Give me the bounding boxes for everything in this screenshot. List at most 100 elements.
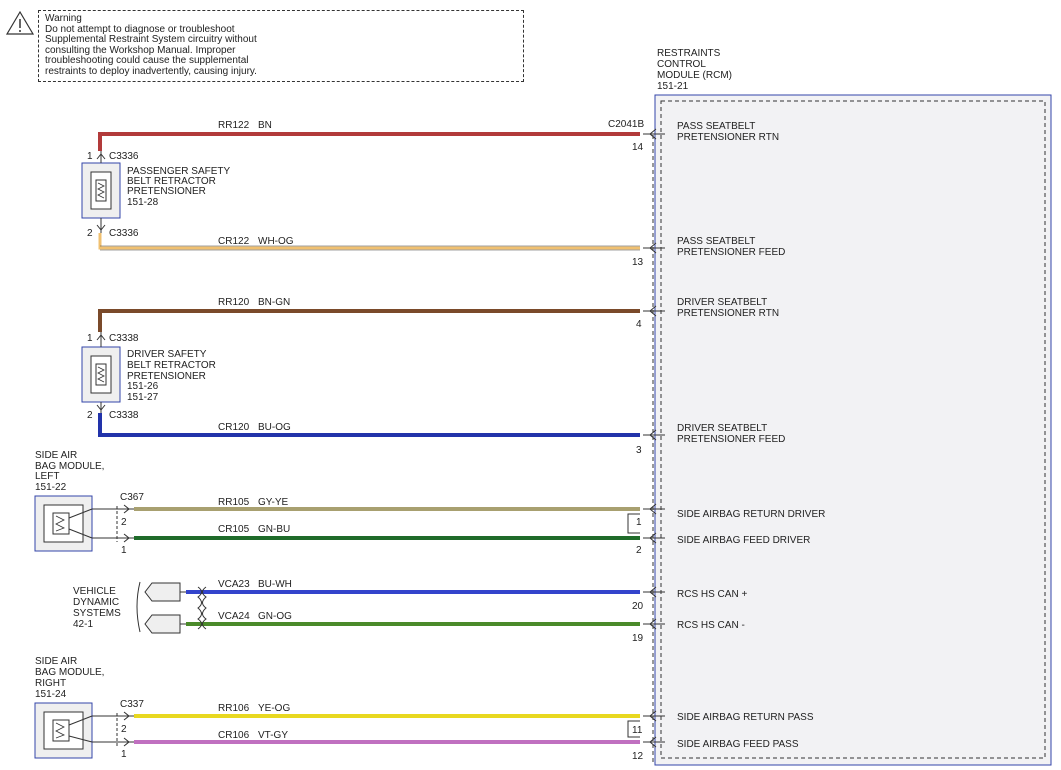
pin-number: 19 — [632, 633, 644, 644]
component-label: DYNAMIC — [73, 597, 119, 608]
component-label: SIDE AIR — [35, 656, 77, 667]
pin-number: 4 — [636, 319, 642, 330]
rcm-label-line: 151-21 — [657, 81, 689, 92]
chevron-up-icon — [96, 153, 106, 160]
component-label: 151-27 — [127, 392, 159, 403]
wire-circuit: RR106 — [218, 703, 250, 714]
warning-box — [38, 10, 524, 82]
component-label: 151-24 — [35, 689, 67, 700]
pin-function-label: SIDE AIRBAG RETURN PASS — [677, 712, 814, 723]
component-connector: C3336 — [109, 151, 139, 162]
pin-function-label: PRETENSIONER FEED — [677, 247, 785, 258]
pin-connector-icon — [643, 736, 665, 748]
twisted-pair-icon — [197, 586, 202, 630]
component-connector: C337 — [120, 699, 144, 710]
rcm-pin-connectors — [627, 128, 665, 748]
component-label: BAG MODULE, — [35, 461, 104, 472]
side-airbag-left — [34, 495, 134, 552]
chevron-right-icon — [123, 504, 130, 514]
pin-function-label: RCS HS CAN - — [677, 620, 745, 631]
pin-connector-icon — [643, 305, 665, 317]
pin-connector-icon — [643, 429, 665, 441]
component-pin: 2 — [121, 724, 127, 735]
pin-function-label: DRIVER SEATBELT — [677, 297, 767, 308]
component-pin: 1 — [121, 749, 127, 760]
wire-cr122 — [98, 233, 640, 250]
component-label: 151-28 — [127, 197, 159, 208]
rcm-label-line: CONTROL — [657, 59, 706, 70]
pass-pretensioner — [81, 151, 121, 233]
wires — [98, 132, 640, 744]
pin-function-label: RCS HS CAN + — [677, 589, 747, 600]
wire-color: BN — [258, 120, 272, 131]
component-label: 42-1 — [73, 619, 93, 630]
pin-number: 1 — [636, 517, 642, 528]
wire-circuit: CR122 — [218, 236, 250, 247]
component-label: VEHICLE — [73, 586, 116, 597]
component-label: SYSTEMS — [73, 608, 121, 619]
chevron-right-icon — [123, 533, 130, 543]
pin-connector-icon — [643, 710, 665, 722]
warning-line: Do not attempt to diagnose or troublesho… — [45, 23, 235, 35]
wire-cr120 — [98, 413, 640, 437]
rcm-label-line: RESTRAINTS — [657, 48, 721, 59]
pin-connector-icon — [643, 532, 665, 544]
component-label: 151-26 — [127, 381, 159, 392]
pin-function-label: PRETENSIONER RTN — [677, 308, 779, 319]
wire-color: YE-OG — [258, 703, 290, 714]
pin-function-label: DRIVER SEATBELT — [677, 423, 767, 434]
pin-number: 2 — [636, 545, 642, 556]
wire-color: GN-OG — [258, 611, 292, 622]
component-label: SIDE AIR — [35, 450, 77, 461]
rcm-module — [652, 94, 1052, 766]
wire-circuit: RR122 — [218, 120, 250, 131]
warning-line: troubleshooting could cause the suppleme… — [45, 55, 249, 66]
driver-pretensioner — [81, 332, 121, 413]
resistor-icon — [97, 182, 105, 199]
wire-color: VT-GY — [258, 730, 288, 741]
pin-function-label: SIDE AIRBAG FEED PASS — [677, 739, 799, 750]
chevron-down-icon — [96, 224, 106, 231]
component-label: 151-22 — [35, 482, 67, 493]
pin-connector-icon — [643, 586, 665, 598]
pin-number: 11 — [632, 725, 643, 736]
warning-line: Supplemental Restraint System circuitry … — [45, 34, 257, 45]
component-label: RIGHT — [35, 678, 66, 689]
wire-circuit: RR120 — [218, 297, 250, 308]
pin-function-label: PASS SEATBELT — [677, 121, 755, 132]
component-label: PASSENGER SAFETY — [127, 166, 231, 177]
component-label: PRETENSIONER — [127, 186, 206, 197]
vds-module — [136, 581, 207, 634]
warning-line: consulting the Workshop Manual. Improper — [45, 44, 236, 56]
component-label: BELT RETRACTOR — [127, 176, 216, 187]
component-connector: C3338 — [109, 410, 139, 421]
component-pin: 2 — [87, 228, 93, 239]
wire-circuit: CR120 — [218, 422, 250, 433]
pin-number: 12 — [632, 751, 644, 762]
rcm-label-line: MODULE (RCM) — [657, 70, 732, 81]
chevron-right-icon — [123, 711, 130, 721]
wire-circuit: CR105 — [218, 524, 250, 535]
component-pin: 1 — [87, 333, 93, 344]
side-airbag-right — [34, 702, 134, 759]
pin-function-label: SIDE AIRBAG RETURN DRIVER — [677, 509, 825, 520]
component-label: BAG MODULE, — [35, 667, 104, 678]
warning-title: Warning — [45, 13, 82, 24]
component-label: DRIVER SAFETY — [127, 349, 207, 360]
wire-color: GY-YE — [258, 497, 289, 508]
wire-circuit: RR105 — [218, 497, 250, 508]
chevron-right-icon — [123, 737, 130, 747]
pin-function-label: SIDE AIRBAG FEED DRIVER — [677, 535, 810, 546]
wire-color: WH-OG — [258, 236, 294, 247]
component-connector: C3336 — [109, 228, 139, 239]
component-pin: 2 — [121, 517, 127, 528]
warning-line: restraints to deploy inadvertently, caus… — [45, 65, 257, 77]
component-connector: C3338 — [109, 333, 139, 344]
wire-circuit: VCA24 — [218, 611, 250, 622]
pin-number: 13 — [632, 257, 644, 268]
pin-function-label: PASS SEATBELT — [677, 236, 755, 247]
wire-circuit: VCA23 — [218, 579, 250, 590]
wire-color: BU-WH — [258, 579, 292, 590]
wire-circuit: CR106 — [218, 730, 250, 741]
